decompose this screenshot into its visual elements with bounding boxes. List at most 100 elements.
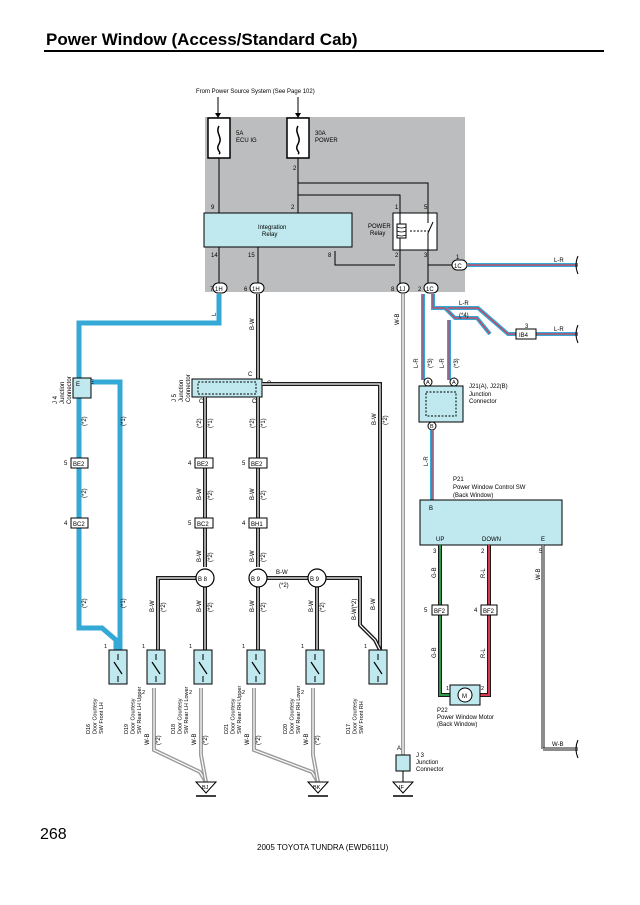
svg-text:2: 2 [418,287,422,293]
svg-text:Connector: Connector [67,376,73,404]
connector-be2-left: 5 BE2 [64,457,89,469]
svg-text:C: C [199,399,204,405]
svg-text:B-W: B-W [250,488,256,500]
svg-text:1C: 1C [454,264,462,270]
svg-text:BF2: BF2 [483,609,495,615]
svg-text:Junction: Junction [416,760,438,766]
svg-text:D21: D21 [224,724,230,734]
svg-text:BH1: BH1 [251,522,263,528]
svg-text:8: 8 [391,287,395,293]
svg-text:(*2): (*2) [250,418,256,428]
integration-relay: Integration Relay [203,212,353,248]
svg-text:W-B: W-B [145,733,151,745]
svg-text:3: 3 [424,253,428,259]
svg-text:2: 2 [293,166,297,172]
svg-text:Door Courtesy: Door Courtesy [178,698,184,734]
svg-text:POWER: POWER [315,138,338,144]
svg-text:(*3): (*3) [454,358,460,368]
junction-j4: E E J 4 Junction Connector [53,376,94,404]
connector-be2-mid2: 5 BE2 [242,457,268,469]
svg-text:(*2): (*2) [383,415,389,425]
svg-text:(*2): (*2) [279,583,289,589]
junction-j21-j22: A A B J21(A), J22(B) Junction Connector [418,377,508,431]
source-note: From Power Source System (See Page 102) [196,89,315,95]
svg-text:1: 1 [364,644,367,650]
svg-text:7: 7 [210,287,214,293]
svg-text:5: 5 [64,461,68,467]
svg-text:P21: P21 [453,477,464,483]
svg-text:Door Courtesy: Door Courtesy [93,698,99,734]
svg-text:J 4: J 4 [53,395,59,404]
fuse-5a-ecu-ig: 5A ECU IG [207,117,257,159]
svg-text:4: 4 [474,608,478,614]
svg-text:B-W: B-W [197,600,203,612]
svg-text:BF2: BF2 [434,609,446,615]
svg-text:4: 4 [242,521,246,527]
svg-text:BC2: BC2 [197,522,209,528]
svg-text:DOWN: DOWN [482,537,501,543]
page-title: Power Window (Access/Standard Cab) [46,30,358,49]
svg-text:IB4: IB4 [519,333,529,339]
svg-text:B-W: B-W [197,488,203,500]
svg-text:BE2: BE2 [197,462,209,468]
svg-text:30A: 30A [315,131,326,137]
svg-text:J21(A), J22(B): J21(A), J22(B) [469,384,508,390]
connector-bf2-right: 4 BF2 [474,604,498,616]
ground-bj: BJ [194,781,218,797]
svg-text:Connector: Connector [416,767,444,773]
svg-text:(*2): (*2) [261,552,267,562]
page-footer: 2005 TOYOTA TUNDRA (EWD611U) [257,843,389,852]
ground-bk: BK [306,781,330,797]
svg-text:5: 5 [424,205,428,211]
svg-text:B-W: B-W [250,318,256,330]
wire-lr-top: L-R [467,255,579,275]
svg-text:W-B: W-B [536,568,542,580]
svg-text:(*2): (*2) [320,602,326,612]
svg-text:Junction: Junction [469,392,491,398]
svg-text:15: 15 [248,253,255,259]
connector-ib4: 3 IB4 [515,324,537,340]
svg-text:(*2): (*2) [261,602,267,612]
svg-text:L-R: L-R [459,301,469,307]
connector-bh1: 4 BH1 [242,517,268,529]
svg-text:C: C [248,372,253,378]
svg-text:SW Rear LH Upper: SW Rear LH Upper [137,686,143,734]
svg-text:L-R: L-R [554,258,564,264]
svg-text:A: A [452,380,456,386]
svg-text:(*2): (*2) [82,598,88,608]
power-relay: POWER Relay [368,212,438,251]
svg-text:B-W: B-W [276,570,288,576]
svg-text:1C: 1C [426,287,434,293]
svg-text:4: 4 [64,521,68,527]
svg-text:L-R: L-R [414,358,420,368]
svg-text:Power Window Control SW: Power Window Control SW [453,485,526,491]
svg-text:M: M [462,694,467,700]
svg-text:1: 1 [242,644,245,650]
svg-text:R-L: R-L [481,568,487,578]
svg-text:2: 2 [242,690,245,696]
connector-bc2-left: 4 BC2 [64,517,89,529]
svg-text:4: 4 [188,461,192,467]
svg-text:SW Rear RH Lower: SW Rear RH Lower [296,686,302,734]
svg-text:W-B: W-B [395,313,401,325]
svg-text:BE2: BE2 [73,462,85,468]
svg-text:B-W(*2): B-W(*2) [352,599,358,620]
svg-text:1: 1 [104,644,107,650]
svg-text:1: 1 [446,686,449,692]
svg-text:B: B [430,424,434,430]
wire-l-blue [76,294,222,650]
svg-text:BC2: BC2 [73,522,85,528]
svg-text:1J: 1J [399,287,405,293]
page-number: 268 [40,826,67,843]
svg-text:B 9: B 9 [310,577,320,583]
svg-text:9: 9 [211,205,215,211]
svg-text:B-W: B-W [372,413,378,425]
svg-text:Power Window Motor: Power Window Motor [437,715,494,721]
svg-text:POWER: POWER [368,224,391,230]
